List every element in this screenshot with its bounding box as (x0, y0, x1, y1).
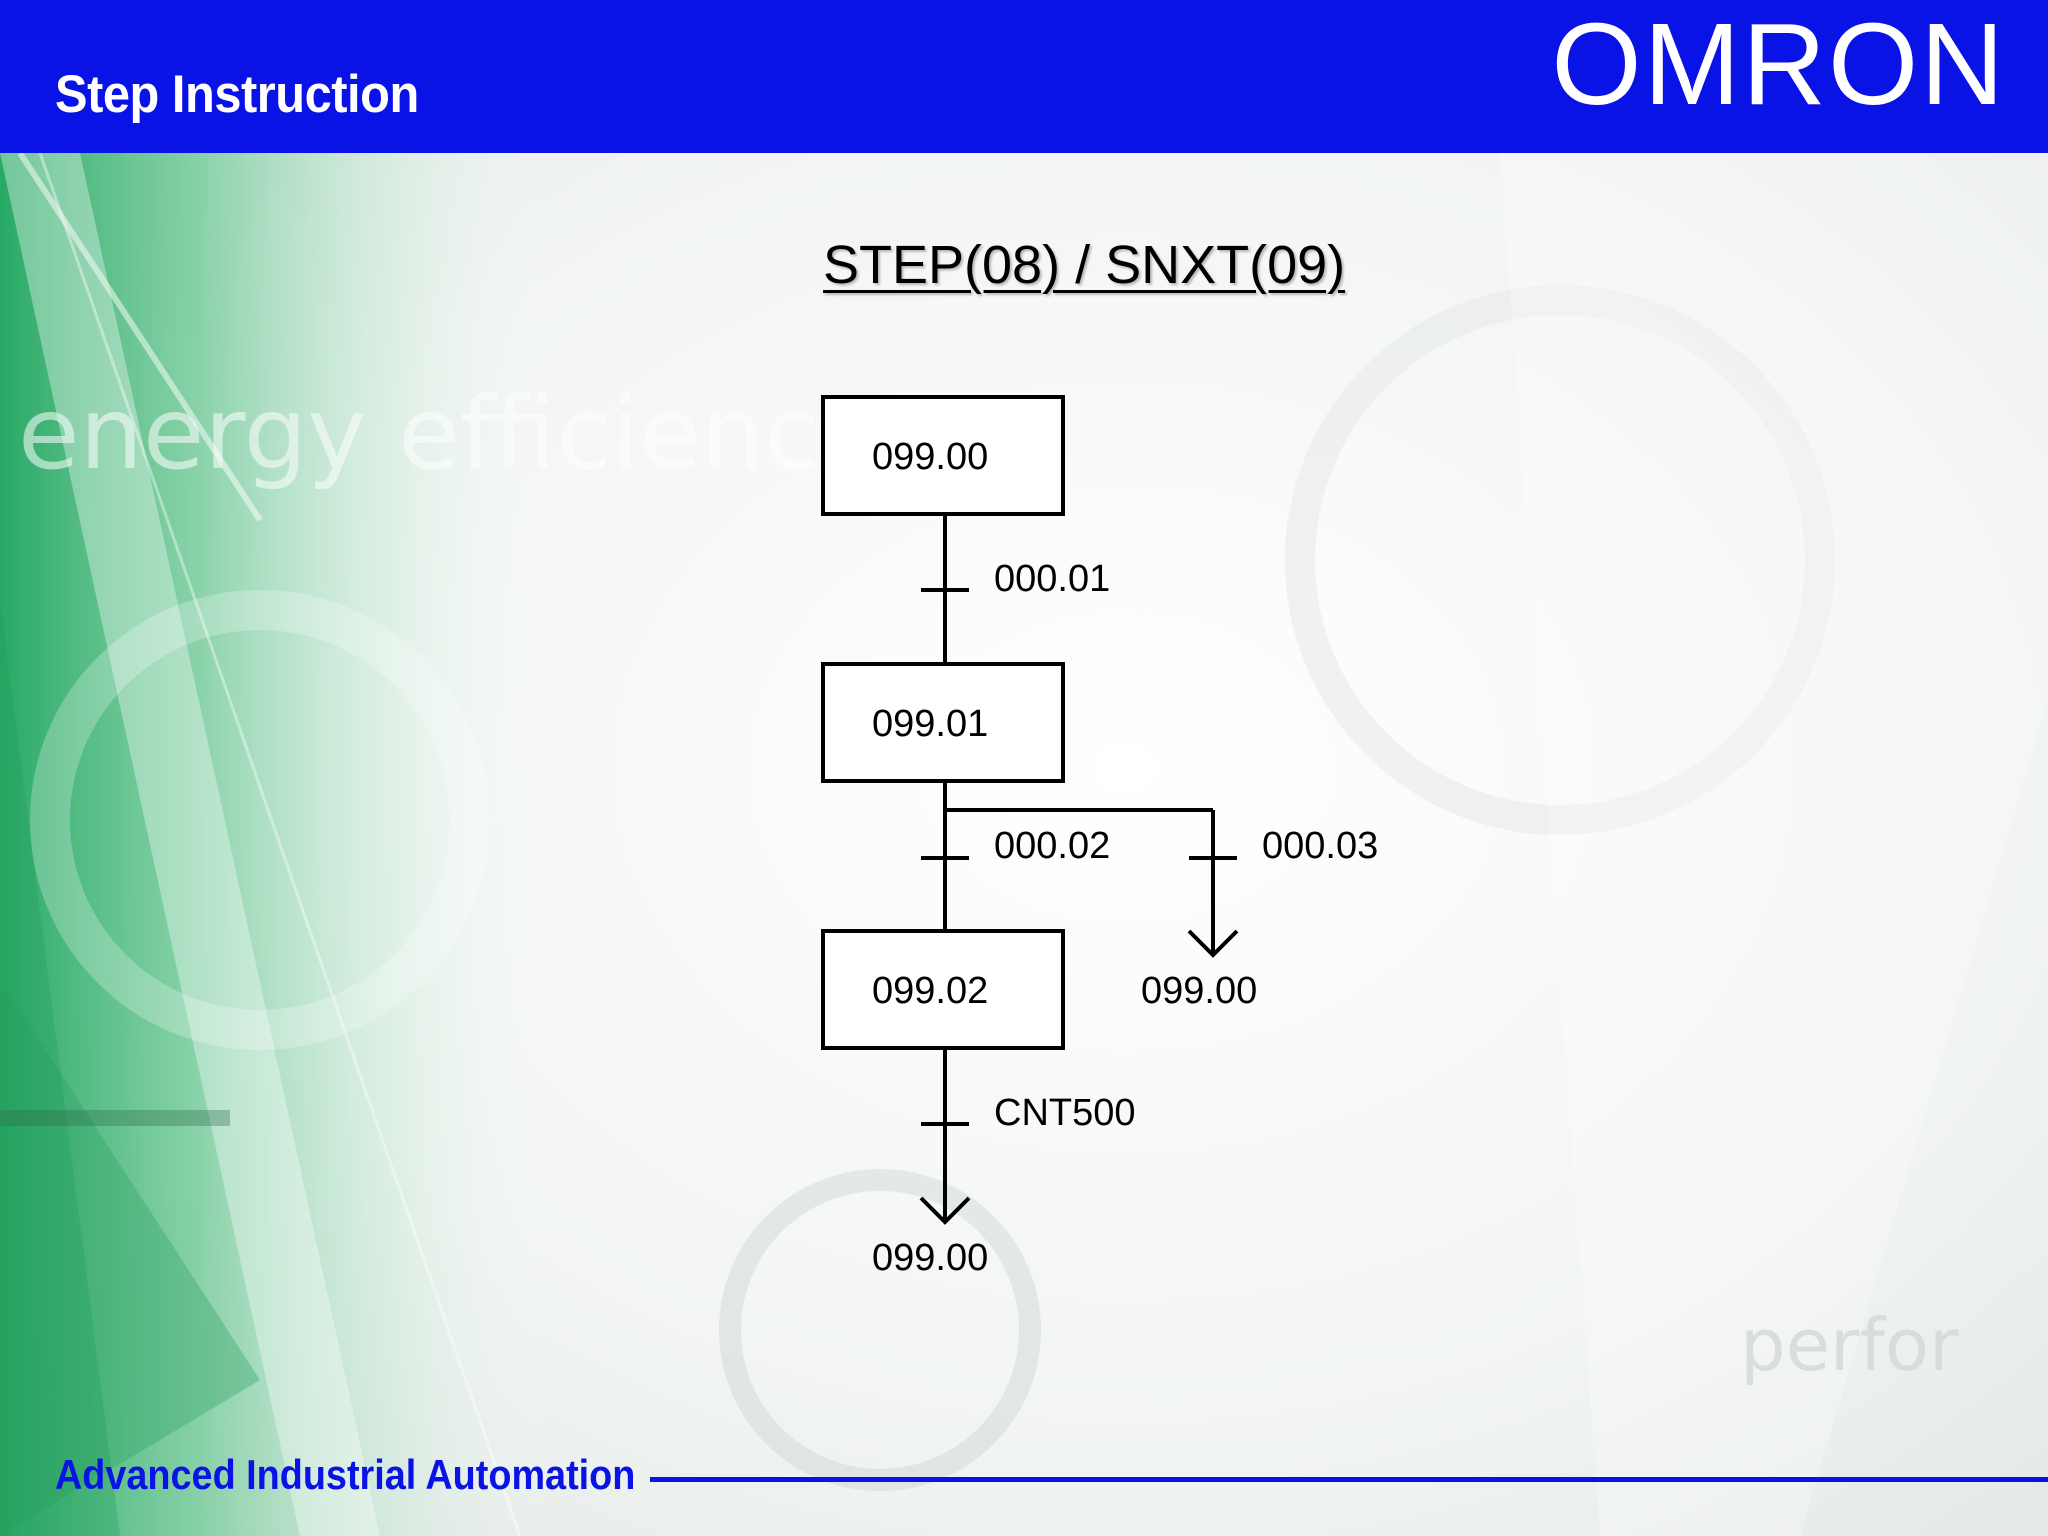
footer-rule (650, 1477, 2048, 1482)
step-label-3: 099.02 (872, 970, 988, 1012)
header-bar (0, 0, 2048, 153)
exit-target-label: 099.00 (872, 1237, 988, 1279)
slide-title: Step Instruction (55, 65, 419, 124)
diagram-title: STEP(08) / SNXT(09) (823, 235, 1346, 295)
transition-label-2: 000.02 (994, 825, 1110, 867)
svg-text:energy efficiency: energy efficiency (18, 375, 878, 492)
step-label-2: 099.01 (872, 703, 988, 745)
step-box-3 (821, 929, 1065, 1050)
brand-logo: OMRON (1551, 0, 2006, 129)
step-label-1: 099.00 (872, 436, 988, 478)
branch-target-label: 099.00 (1141, 970, 1257, 1012)
transition-label-exit: CNT500 (994, 1092, 1136, 1134)
transition-label-branch: 000.03 (1262, 825, 1378, 867)
branch-arrowhead (1187, 929, 1239, 958)
exit-arrowhead (919, 1196, 971, 1225)
svg-text:perfor: perfor (1740, 1303, 1959, 1387)
footer-text: Advanced Industrial Automation (55, 1451, 636, 1498)
transition-label-1: 000.01 (994, 558, 1110, 600)
